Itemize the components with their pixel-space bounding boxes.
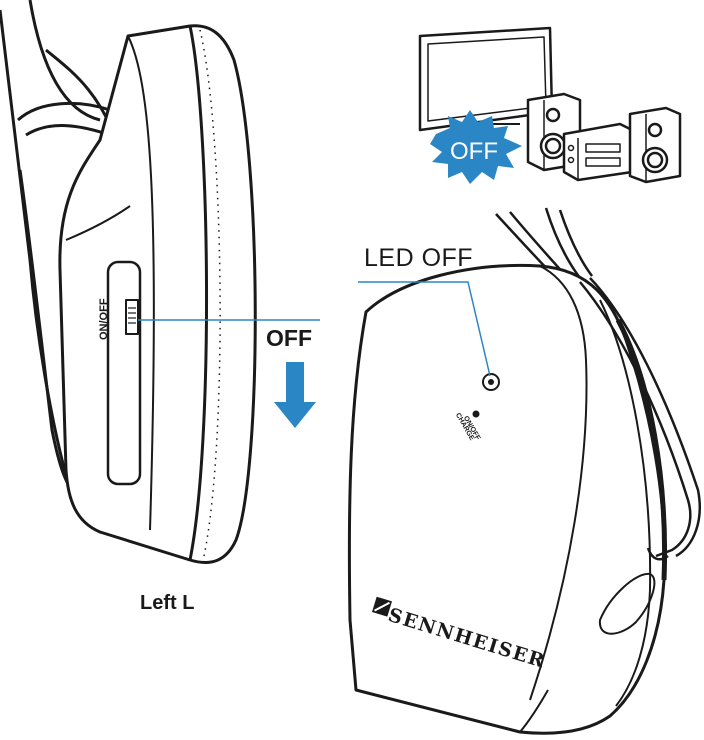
led-off-label: LED OFF xyxy=(364,244,474,272)
tv-icon xyxy=(418,26,554,132)
off-label: OFF xyxy=(266,325,312,351)
down-arrow-icon xyxy=(274,362,316,428)
off-burst-icon xyxy=(430,110,522,184)
headphone-earcup xyxy=(0,0,257,564)
switch-label: ON/OFF xyxy=(98,298,110,340)
sennheiser-logo-icon xyxy=(372,596,392,617)
tv-off-label: OFF xyxy=(450,138,498,165)
left-side-label: Left L xyxy=(140,592,195,614)
transmitter-base xyxy=(347,207,701,735)
stereo-system-icon xyxy=(526,92,682,184)
led-callout-line xyxy=(358,281,491,377)
